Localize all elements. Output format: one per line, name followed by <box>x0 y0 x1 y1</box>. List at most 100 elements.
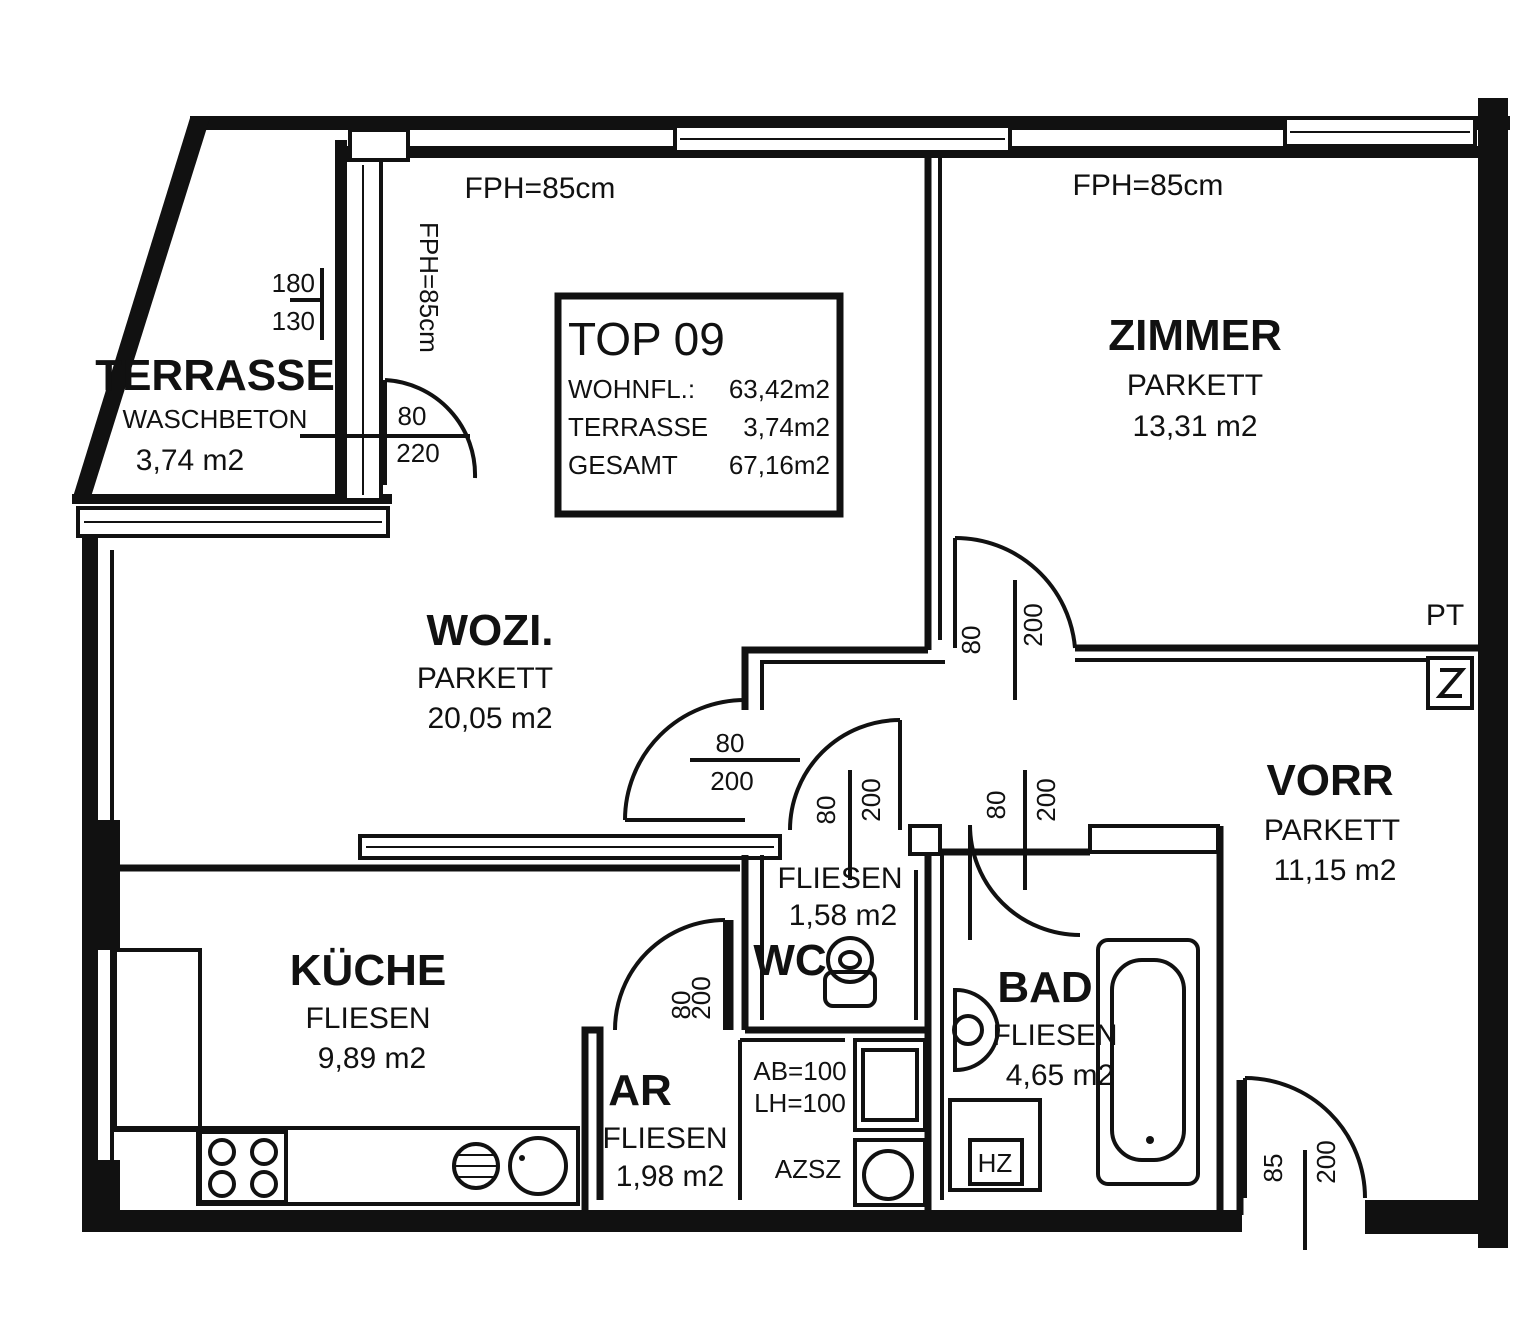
door-bad-width: 80 <box>981 791 1011 820</box>
door-zimmer-width: 80 <box>956 626 986 655</box>
door-ar-width: 80 <box>666 991 696 1020</box>
room-vorr-floor: PARKETT <box>1264 814 1400 847</box>
room-wc-area: 1,58 m2 <box>789 899 897 932</box>
room-terrasse-name: TERRASSE <box>95 351 335 400</box>
top-wall <box>190 116 1510 130</box>
washbasin-bowl <box>952 1014 984 1046</box>
info-title: TOP 09 <box>568 313 725 365</box>
ab-label: AB=100 <box>753 1056 846 1086</box>
left-wall-pillar <box>82 820 120 950</box>
door-wc-height: 200 <box>856 778 886 821</box>
door-terrace-arc <box>384 378 478 479</box>
door-ar-arc <box>613 918 726 1031</box>
stove-burner-2 <box>250 1138 278 1166</box>
room-kueche-name: KÜCHE <box>290 946 446 995</box>
bottom-wall-right <box>1365 1200 1508 1234</box>
heater-inner <box>968 1138 1024 1186</box>
door-entrance-height: 200 <box>1311 1140 1341 1183</box>
info-row-3-value: 67,16m2 <box>729 450 830 480</box>
window-130-label: 130 <box>272 306 315 336</box>
interior-walls <box>120 155 1478 1215</box>
room-terrasse-floor: WASCHBETON <box>123 404 308 434</box>
fph-wozi-label: FPH=85cm <box>465 172 616 205</box>
door-bad-height: 200 <box>1031 778 1061 821</box>
bathtub-drain <box>1146 1136 1154 1144</box>
room-bad-floor: FLIESEN <box>992 1019 1117 1052</box>
lh-label: LH=100 <box>754 1088 846 1118</box>
room-zimmer-floor: PARKETT <box>1127 369 1263 402</box>
door-terrace-width: 80 <box>398 401 427 431</box>
toilet-seat <box>838 950 862 970</box>
room-bad-name: BAD <box>997 963 1092 1012</box>
room-kueche-area: 9,89 m2 <box>318 1042 426 1075</box>
toilet-bowl-icon <box>826 936 874 984</box>
room-ar-floor: FLIESEN <box>602 1122 727 1155</box>
info-row-1-label: WOHNFL.: <box>568 374 695 404</box>
shaft-icon <box>853 1038 927 1132</box>
left-wall-pillar-bottom <box>82 1160 120 1232</box>
azsz-label: AZSZ <box>775 1154 842 1184</box>
room-bad-area: 4,65 m2 <box>1006 1059 1114 1092</box>
sink-drain <box>519 1155 525 1161</box>
window-180-label: 180 <box>272 268 315 298</box>
room-zimmer-name: ZIMMER <box>1108 311 1282 360</box>
door-ar-height: 200 <box>686 976 716 1019</box>
info-row-2-value: 3,74m2 <box>743 412 830 442</box>
room-zimmer-area: 13,31 m2 <box>1132 410 1257 443</box>
fph-zimmer-label: FPH=85cm <box>1073 169 1224 202</box>
room-vorr-area: 11,15 m2 <box>1274 854 1397 887</box>
bathtub-inner <box>1110 958 1186 1162</box>
stove-burner-3 <box>208 1170 236 1198</box>
door-dimensions: 80 220 80 200 80 200 80 200 80 200 80 20… <box>396 401 1341 1184</box>
info-row-3-label: GESAMT <box>568 450 678 480</box>
terrace-bottom-wall <box>72 494 392 504</box>
pt-label: PT <box>1426 599 1464 632</box>
kitchen-cabinet <box>113 948 202 1132</box>
wall-bad-top-right <box>1088 824 1220 854</box>
room-wc-floor: FLIESEN <box>777 862 902 895</box>
wall-ar-left <box>581 1026 604 1210</box>
door-wozi-height: 200 <box>710 766 753 796</box>
fph-vertical-label: FPH=85cm <box>414 222 444 353</box>
room-wozi-floor: PARKETT <box>417 662 553 695</box>
room-terrasse-area: 3,74 m2 <box>136 444 244 477</box>
stove-burner-1 <box>208 1138 236 1166</box>
hz-label: HZ <box>978 1148 1013 1178</box>
terrace-slanted-wall <box>72 118 210 500</box>
pt-box-symbol <box>1435 668 1467 698</box>
room-labels: TERRASSE WASCHBETON 3,74 m2 WOZI. PARKET… <box>95 311 1400 1193</box>
door-terrace-height: 220 <box>396 438 439 468</box>
annotations: FPH=85cm FPH=85cm FPH=85cm 180 130 PT AB… <box>272 169 1465 1184</box>
info-row-1-value: 63,42m2 <box>729 374 830 404</box>
corridor-pillar <box>908 824 942 856</box>
door-wozi-width: 80 <box>716 728 745 758</box>
bathtub-icon <box>1096 938 1200 1186</box>
room-ar-name: AR <box>608 1066 672 1115</box>
door-entrance-width: 85 <box>1258 1154 1288 1183</box>
water-heater-circle <box>862 1149 914 1201</box>
info-row-2-label: TERRASSE <box>568 412 708 442</box>
fixtures <box>113 656 1474 1207</box>
room-wozi-name: WOZI. <box>426 606 553 655</box>
door-zimmer-arc <box>954 535 1077 649</box>
washbasin-icon <box>953 987 1001 1073</box>
shaft-inner <box>861 1048 919 1122</box>
door-entrance-arc <box>1244 1076 1367 1199</box>
water-heater-icon <box>853 1138 927 1207</box>
door-wc-arc <box>788 718 901 831</box>
sink-icon <box>508 1136 568 1196</box>
bottom-wall <box>82 1210 1242 1232</box>
window-small-top <box>348 128 410 162</box>
right-wall <box>1478 98 1508 1248</box>
windows <box>76 116 1477 538</box>
sink-drainboard-icon <box>452 1142 500 1190</box>
room-wozi-area: 20,05 m2 <box>427 702 552 735</box>
outer-walls <box>72 98 1510 1248</box>
stove-burner-4 <box>250 1170 278 1198</box>
wall-wozi-step-inner <box>760 660 945 710</box>
stove-icon <box>198 1130 288 1204</box>
toilet-tank-icon <box>823 970 877 1008</box>
wall-wozi-step <box>741 646 928 710</box>
pt-box-icon <box>1426 656 1474 710</box>
